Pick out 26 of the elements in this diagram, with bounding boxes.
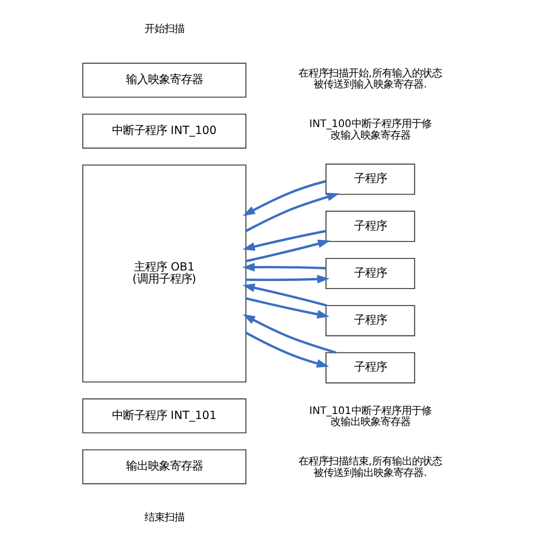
node-box: 输出映象寄存器 xyxy=(82,449,246,484)
arrow xyxy=(244,332,329,368)
node-box: 子程序 xyxy=(325,210,415,242)
arrow xyxy=(242,314,336,354)
arrow xyxy=(242,180,326,216)
node-box: 中断子程序 INT_100 xyxy=(82,114,246,149)
label: 在程序扫描开始,所有输入的状态被传送到输入映象寄存器. xyxy=(298,67,442,91)
node-box: 子程序 xyxy=(325,305,415,336)
node-box: 输入映象寄存器 xyxy=(82,62,246,98)
node-box: 子程序 xyxy=(325,164,415,195)
arrow xyxy=(242,230,326,251)
arrow xyxy=(242,284,327,307)
label: 在程序扫描结束,所有输出的状态被传送到输出映象寄存器. xyxy=(298,456,442,480)
label: 开始扫描 xyxy=(144,22,184,35)
arrow xyxy=(244,192,339,232)
node-box: 主程序 OB1 (调用子程序) xyxy=(82,164,246,382)
arrow xyxy=(245,240,330,262)
arrow xyxy=(245,297,329,318)
node-box: 中断子程序 INT_101 xyxy=(82,398,246,434)
label: INT_101中断子程序用于修改输出映象寄存器 xyxy=(308,404,431,428)
arrow xyxy=(245,274,330,284)
arrow xyxy=(242,262,326,272)
node-box: 子程序 xyxy=(325,258,415,290)
label: 结束扫描 xyxy=(144,511,184,524)
node-box: 子程序 xyxy=(325,352,415,384)
label: INT_100中断子程序用于修改输入映象寄存器 xyxy=(308,118,431,142)
